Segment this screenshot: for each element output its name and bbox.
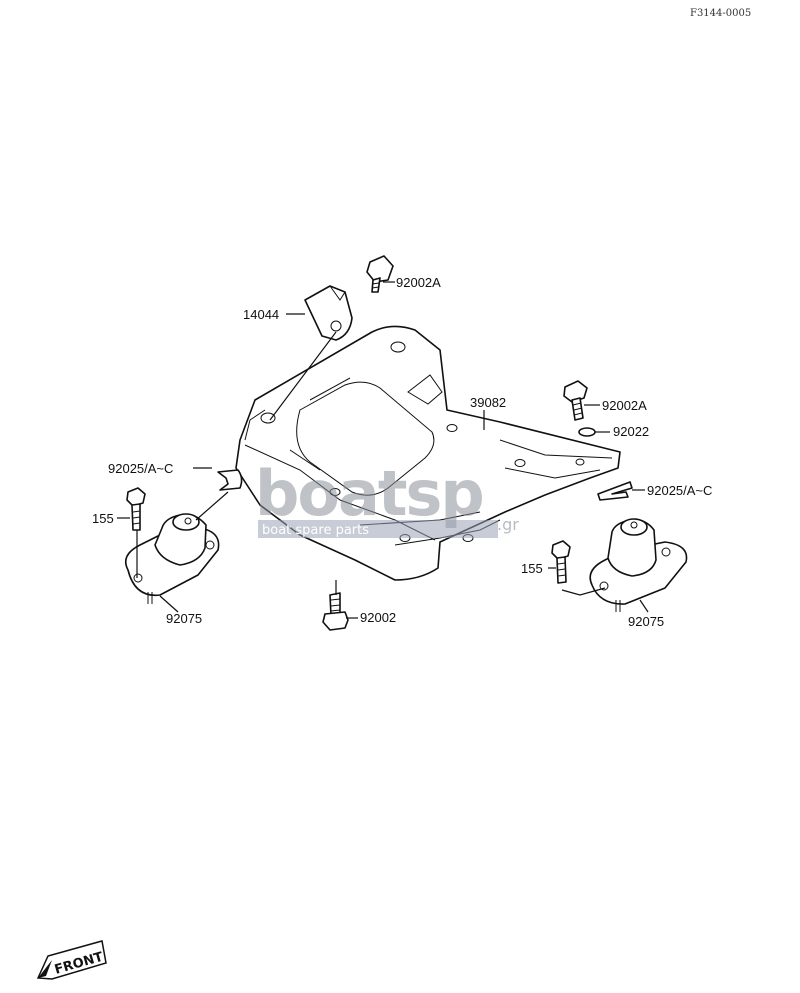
label-155-left: 155 [92,511,114,526]
label-92002A-right: 92002A [602,398,647,413]
front-direction-marker: FRONT [36,940,107,980]
label-92022: 92022 [613,424,649,439]
watermark-tagline: boat spare parts [262,523,369,538]
bolt-155-right [551,540,571,584]
bolt-92002-bottom [322,592,349,631]
watermark-logo: boatsp [255,457,483,530]
watermark-band [258,520,498,538]
watermark: boatsp .gr boat spare parts [255,457,519,538]
engine-mount-left-92075 [124,513,220,604]
leader-lines [117,281,649,619]
shim-92025-right [597,481,633,501]
shim-92025-left [217,469,243,491]
engine-bed-plate-39082 [235,325,621,581]
label-92002: 92002 [360,610,396,625]
front-arrow-icon [38,960,52,978]
engine-mount-right-92075 [589,518,688,612]
bolt-92002A-right [563,380,588,421]
bracket-14044 [304,285,353,341]
label-92075-left: 92075 [166,611,202,626]
label-92025-left: 92025/A~C [108,461,173,476]
figure-reference: F3144-0005 [690,8,751,19]
label-92002A-top: 92002A [396,275,441,290]
bolt-155-left [126,487,146,531]
label-92025-right: 92025/A~C [647,483,712,498]
label-14044: 14044 [243,307,279,322]
watermark-tld: .gr [497,515,519,534]
label-92075-right: 92075 [628,614,664,629]
label-155-right: 155 [521,561,543,576]
label-39082: 39082 [470,395,506,410]
washer-92022 [578,427,596,437]
bolt-92002A-top [366,255,394,293]
